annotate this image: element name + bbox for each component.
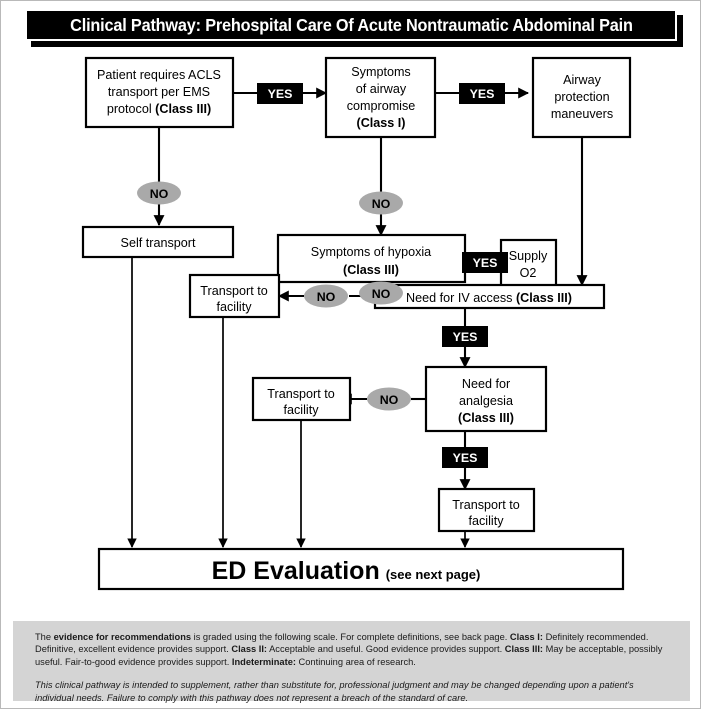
node-hypoxia-line1: Symptoms of hypoxia — [311, 245, 431, 259]
badge-no-iv-label: NO — [317, 290, 336, 304]
node-self-transport[interactable]: Self transport — [81, 225, 235, 259]
node-analgesia-line3: (Class III) — [458, 411, 514, 425]
node-airway-line4: (Class I) — [357, 116, 406, 130]
grade-s2: is graded using the following scale. For… — [191, 632, 510, 642]
node-acls-line1: Patient requires ACLS — [97, 68, 221, 82]
node-supply-o2-box — [499, 238, 558, 288]
node-transport-analgesia-line1: Transport to — [267, 387, 334, 401]
node-transport-facility-iv[interactable]: Transport to facility — [188, 273, 281, 319]
grade-b1: evidence for recommendations — [53, 632, 192, 642]
node-airway-maneuvers[interactable]: Airway protection maneuvers — [531, 56, 632, 139]
node-transport-final-box — [437, 487, 536, 533]
badge-yes-iv: YES — [442, 326, 488, 347]
node-airway-line1: Symptoms — [351, 65, 410, 79]
node-self-transport-box — [81, 225, 235, 259]
node-maneuvers-line2: protection — [554, 90, 609, 104]
grade-b2: Class I: — [509, 632, 543, 642]
disclaimer-text: This clinical pathway is intended to sup… — [35, 680, 634, 703]
node-hypoxia-line2: (Class III) — [343, 263, 399, 277]
node-acls-box — [84, 56, 235, 129]
node-maneuvers-box — [531, 56, 632, 139]
badge-yes-airway: YES — [459, 83, 505, 104]
badge-no-airway: NO — [359, 191, 403, 215]
node-supply-o2-line2: O2 — [520, 266, 537, 280]
node-ed-evaluation-box — [97, 547, 625, 591]
grade-s3: Definitely recommended. Definitive, exce… — [35, 632, 649, 655]
node-transport-iv-line2: facility — [217, 300, 253, 314]
node-transport-iv-box — [188, 273, 281, 319]
node-maneuvers-line3: maneuvers — [551, 107, 613, 121]
node-airway-line2: of airway — [356, 82, 407, 96]
node-airway-box — [324, 56, 437, 139]
badge-yes-analgesia-label: YES — [453, 451, 478, 465]
node-analgesia-box — [424, 365, 548, 433]
badge-no-analgesia: NO — [367, 387, 411, 411]
grade-s5: May be acceptable, possibly useful. Fair… — [35, 644, 663, 667]
badge-yes-hypoxia: YES — [462, 252, 508, 273]
badge-no-acls-label: NO — [150, 187, 169, 201]
badge-yes-iv-label: YES — [453, 330, 478, 344]
badge-yes-airway-label: YES — [470, 87, 495, 101]
node-ed-evaluation[interactable]: ED Evaluation(see next page) — [97, 547, 625, 591]
badge-yes-hypoxia-label: YES — [473, 256, 498, 270]
node-airway-line3: compromise — [347, 99, 416, 113]
node-hypoxia[interactable]: Symptoms of hypoxia (Class III) — [276, 233, 467, 284]
node-transport-analgesia-box — [251, 376, 352, 422]
badge-no-hypoxia: NO — [359, 281, 403, 305]
node-acls-line3: protocol (Class III) — [107, 102, 211, 116]
evidence-grading-text: The evidence for recommendations is grad… — [35, 631, 672, 668]
grade-s6: Continuing area of research. — [295, 656, 416, 667]
badge-yes-acls-label: YES — [268, 87, 293, 101]
clinical-pathway-flowchart: Patient requires ACLS transport per EMS … — [81, 56, 632, 591]
node-acls-line2: transport per EMS — [108, 85, 210, 99]
node-transport-iv-line1: Transport to — [200, 284, 267, 298]
node-supply-o2-line1: Supply — [509, 249, 548, 263]
node-iv-access[interactable]: Need for IV access (Class III) — [373, 283, 606, 310]
title-banner: Clinical Pathway: Prehospital Care Of Ac… — [25, 9, 683, 47]
node-analgesia-line1: Need for — [462, 377, 510, 391]
node-analgesia[interactable]: Need for analgesia (Class III) — [424, 365, 548, 433]
badge-no-iv: NO — [304, 284, 348, 308]
grade-b5: Indeterminate: — [231, 656, 296, 667]
node-transport-analgesia-line2: facility — [284, 403, 320, 417]
page-title: Clinical Pathway: Prehospital Care Of Ac… — [69, 14, 633, 35]
node-maneuvers-line1: Airway — [563, 73, 601, 87]
node-supply-o2[interactable]: Supply O2 — [499, 238, 558, 288]
node-transport-final-line2: facility — [469, 514, 505, 528]
badge-no-acls: NO — [137, 181, 181, 205]
grade-s4: Acceptable and useful. Good evidence pro… — [267, 644, 505, 655]
ed-evaluation-title: ED Evaluation(see next page) — [212, 557, 481, 585]
title-bar: Clinical Pathway: Prehospital Care Of Ac… — [25, 9, 677, 41]
node-transport-final-line1: Transport to — [452, 498, 519, 512]
grade-b4: Class III: — [504, 644, 544, 655]
grade-s1: The — [35, 632, 54, 642]
node-hypoxia-box — [276, 233, 467, 284]
node-self-transport-label: Self transport — [121, 236, 196, 250]
badge-yes-acls: YES — [257, 83, 303, 104]
node-transport-facility-final[interactable]: Transport to facility — [437, 487, 536, 533]
badge-no-analgesia-label: NO — [380, 393, 399, 407]
footer-panel: The evidence for recommendations is grad… — [13, 621, 690, 703]
badge-no-hypoxia-label: NO — [372, 287, 391, 301]
badge-no-airway-label: NO — [372, 197, 391, 211]
node-airway-compromise[interactable]: Symptoms of airway compromise (Class I) — [324, 56, 437, 139]
node-acls-transport[interactable]: Patient requires ACLS transport per EMS … — [84, 56, 235, 129]
node-analgesia-line2: analgesia — [459, 394, 513, 408]
node-iv-access-label: Need for IV access (Class III) — [406, 291, 572, 305]
grade-b3: Class II: — [231, 644, 268, 655]
badge-yes-analgesia: YES — [442, 447, 488, 468]
node-transport-facility-analgesia[interactable]: Transport to facility — [251, 376, 352, 422]
